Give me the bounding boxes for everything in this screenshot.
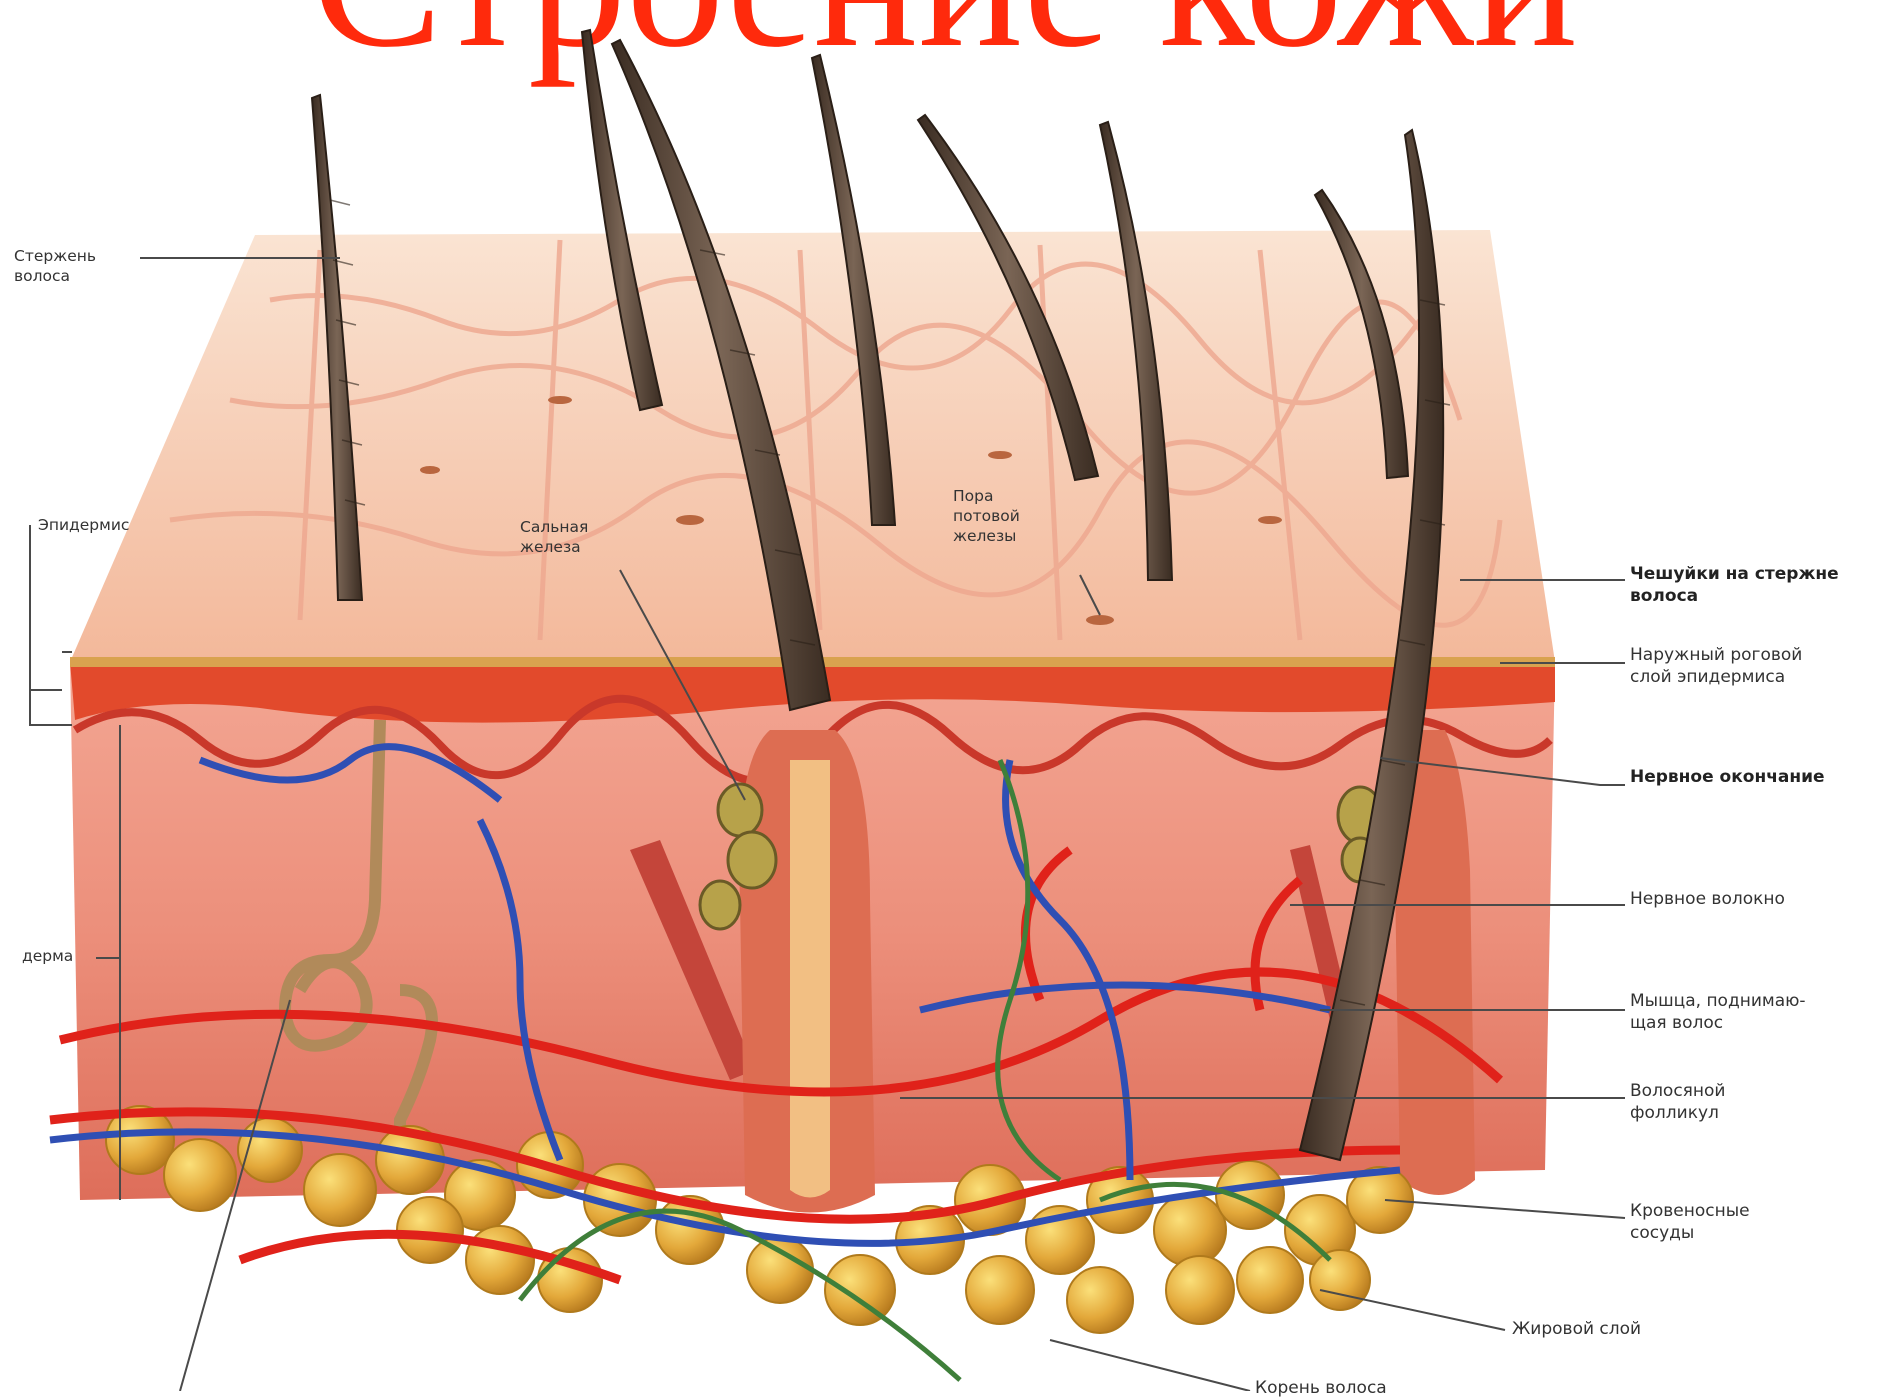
label-stratum-corneum: Наружный роговой слой эпидермиса: [1630, 644, 1802, 688]
label-sebaceous-gland: Сальная железа: [520, 517, 588, 557]
label-hair-follicle: Волосяной фолликул: [1630, 1080, 1725, 1124]
label-hair-shaft: Стержень волоса: [14, 246, 96, 286]
label-dermis: дерма: [22, 946, 73, 966]
label-nerve-ending: Нервное окончание: [1630, 766, 1825, 788]
label-arrector-muscle: Мышца, поднимаю- щая волос: [1630, 990, 1806, 1034]
label-nerve-fiber: Нервное волокно: [1630, 888, 1785, 910]
label-blood-vessels: Кровеносные сосуды: [1630, 1200, 1750, 1244]
label-fat-layer: Жировой слой: [1512, 1318, 1641, 1340]
label-sweat-pore: Пора потовой железы: [953, 486, 1020, 546]
label-epidermis: Эпидермис: [38, 515, 129, 535]
label-hair-scales: Чешуйки на стержне волоса: [1630, 563, 1839, 607]
label-hair-root: Корень волоса: [1255, 1377, 1387, 1399]
